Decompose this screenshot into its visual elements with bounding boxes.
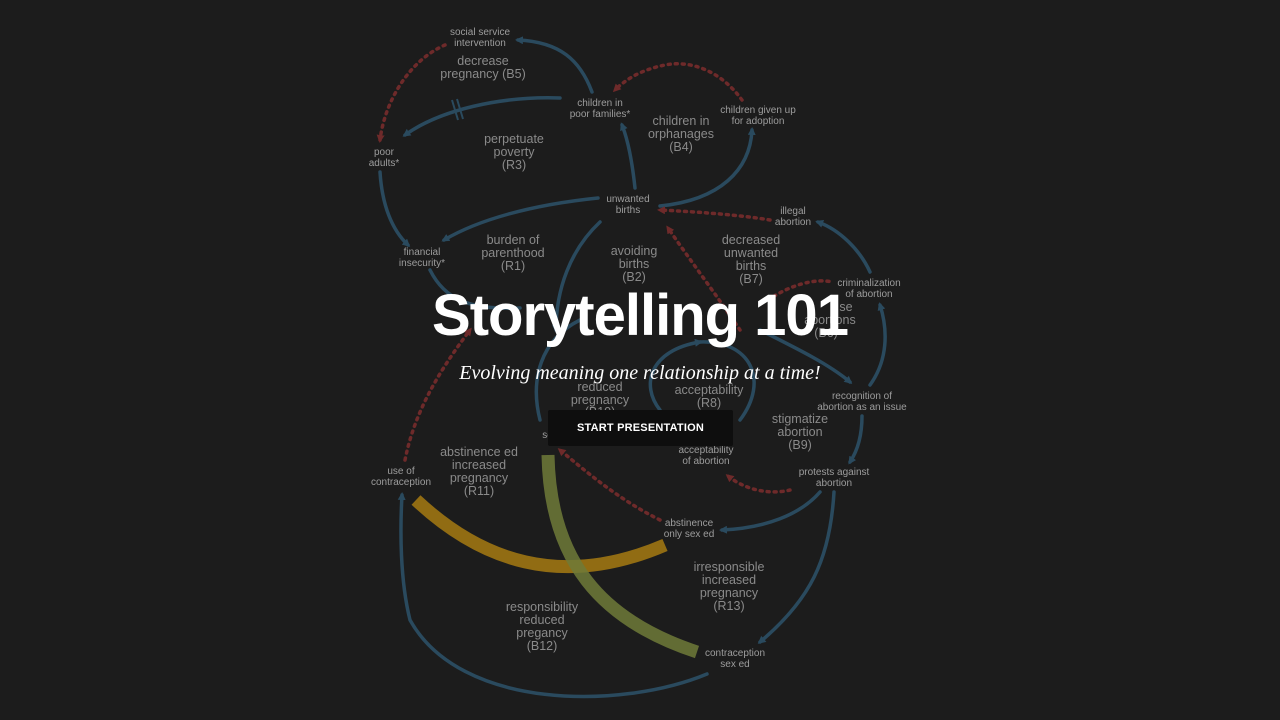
- highlight-band-yellow: [411, 495, 668, 574]
- negative-links: [376, 43, 834, 522]
- page-title: Storytelling 101: [432, 283, 849, 348]
- page-subtitle: Evolving meaning one relationship at a t…: [459, 362, 821, 384]
- highlight-band-green: [541, 454, 700, 659]
- positive-links: [378, 36, 887, 699]
- delay-mark: [451, 98, 464, 121]
- start-presentation-button[interactable]: START PRESENTATION: [548, 410, 733, 446]
- loop-r8: acceptability(R8): [675, 383, 745, 410]
